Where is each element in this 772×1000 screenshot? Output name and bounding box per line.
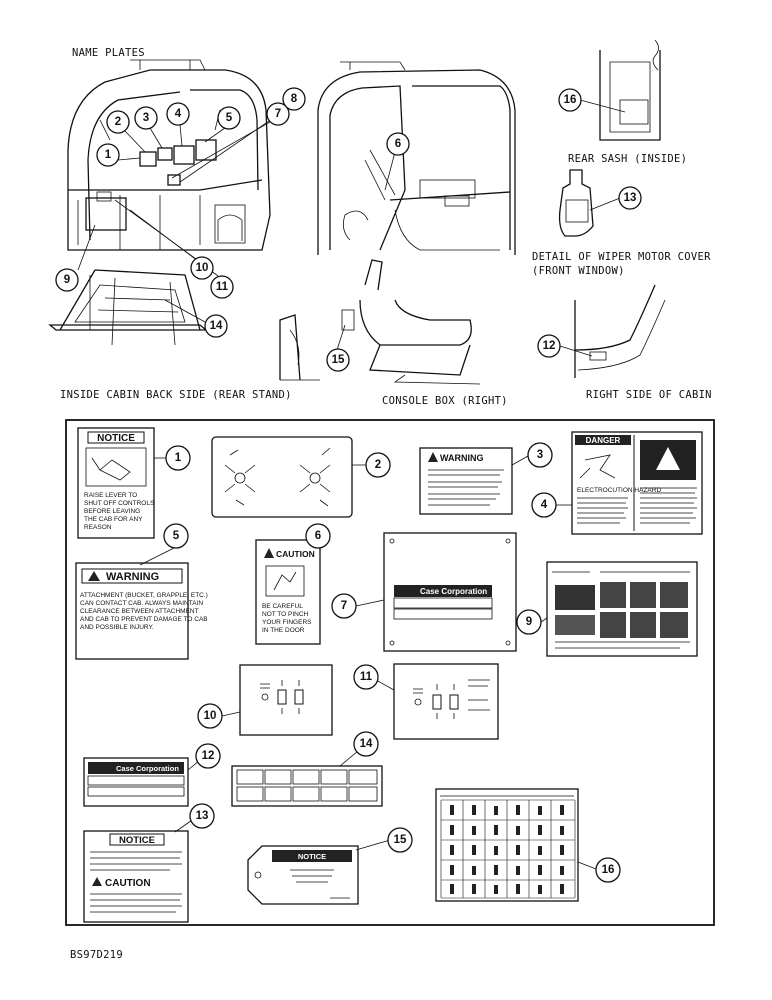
svg-text:15: 15 xyxy=(332,354,345,366)
svg-text:16: 16 xyxy=(564,94,577,106)
svg-text:THE CAB FOR ANY: THE CAB FOR ANY xyxy=(84,516,143,523)
svg-text:4: 4 xyxy=(175,108,182,120)
inside-cabin-label: INSIDE CABIN BACK SIDE (REAR STAND) xyxy=(60,389,292,401)
decal-13-notice-caution: NOTICE CAUTION xyxy=(83,830,189,923)
svg-text:6: 6 xyxy=(315,530,321,542)
svg-text:14: 14 xyxy=(210,320,223,332)
svg-text:YOUR FINGERS: YOUR FINGERS xyxy=(262,619,312,626)
wiper-detail-label-2: (FRONT WINDOW) xyxy=(532,265,625,277)
rear-sash-label: REAR SASH (INSIDE) xyxy=(568,153,687,165)
name-plates-label: NAME PLATES xyxy=(72,47,145,59)
decal-6-caution: CAUTION BE CAREFUL NOT TO PINCH YOUR FIN… xyxy=(255,539,321,645)
svg-text:15: 15 xyxy=(394,834,407,846)
svg-text:5: 5 xyxy=(226,112,233,124)
decal-11-switch-panel xyxy=(393,663,499,740)
svg-text:Case Corporation: Case Corporation xyxy=(116,764,179,773)
decal-4-danger: DANGER ELECTROCUTION HAZARD xyxy=(571,431,703,535)
panel-callouts: 1 2 3 4 5 6 7 9 10 11 12 14 13 15 16 xyxy=(163,442,621,883)
top-callouts: 1 2 3 4 5 7 8 6 9 10 11 14 15 16 13 12 xyxy=(55,87,642,372)
decal-15-notice-tag: NOTICE xyxy=(247,845,359,905)
svg-text:2: 2 xyxy=(115,116,121,128)
svg-text:9: 9 xyxy=(526,616,532,628)
svg-text:6: 6 xyxy=(395,138,401,150)
svg-text:2: 2 xyxy=(375,459,381,471)
decal-panel-border xyxy=(65,419,715,926)
decal-10-switch-panel xyxy=(239,664,333,736)
wiper-cover-view xyxy=(558,169,594,237)
svg-text:11: 11 xyxy=(360,671,373,683)
svg-text:10: 10 xyxy=(196,262,209,274)
svg-text:10: 10 xyxy=(204,710,217,722)
svg-text:IN THE DOOR: IN THE DOOR xyxy=(262,627,305,634)
svg-text:13: 13 xyxy=(196,810,209,822)
svg-text:3: 3 xyxy=(537,449,543,461)
svg-text:14: 14 xyxy=(360,738,373,750)
svg-text:CAN CONTACT CAB. ALWAYS MAINTA: CAN CONTACT CAB. ALWAYS MAINTAIN xyxy=(80,600,203,607)
svg-text:Case Corporation: Case Corporation xyxy=(420,587,487,596)
svg-text:NOT TO PINCH: NOT TO PINCH xyxy=(262,611,309,618)
decal-9-lift-chart xyxy=(546,561,698,657)
svg-text:ATTACHMENT (BUCKET, GRAPPLE, E: ATTACHMENT (BUCKET, GRAPPLE, ETC.) xyxy=(80,592,208,599)
svg-text:5: 5 xyxy=(173,530,180,542)
svg-text:11: 11 xyxy=(216,281,229,293)
svg-text:WARNING: WARNING xyxy=(106,571,159,583)
svg-text:16: 16 xyxy=(602,864,615,876)
decal-3-warning: WARNING xyxy=(419,447,513,515)
svg-text:DANGER: DANGER xyxy=(586,436,621,445)
rear-sash-view xyxy=(599,39,661,141)
right-side-cabin-view xyxy=(574,284,666,378)
console-box-label: CONSOLE BOX (RIGHT) xyxy=(382,395,508,407)
svg-text:3: 3 xyxy=(143,112,149,124)
svg-text:12: 12 xyxy=(543,340,556,352)
cab-left-view xyxy=(67,59,271,251)
decal-16-hand-signals xyxy=(435,788,579,902)
svg-text:8: 8 xyxy=(291,93,298,105)
top-leader-lines xyxy=(77,99,626,357)
svg-text:AND POSSIBLE INJURY.: AND POSSIBLE INJURY. xyxy=(80,624,154,631)
cab-right-view xyxy=(317,61,516,255)
svg-text:1: 1 xyxy=(175,452,182,464)
svg-text:NOTICE: NOTICE xyxy=(119,835,155,846)
decal-5-warning: WARNING ATTACHMENT (BUCKET, GRAPPLE, ETC… xyxy=(75,562,208,660)
svg-text:1: 1 xyxy=(105,149,112,161)
svg-text:ELECTROCUTION HAZARD: ELECTROCUTION HAZARD xyxy=(577,487,661,494)
decal-7-serial-plate: Case Corporation xyxy=(383,532,517,652)
console-box-view xyxy=(279,259,481,385)
wiper-detail-label-1: DETAIL OF WIPER MOTOR COVER xyxy=(532,251,711,263)
svg-text:12: 12 xyxy=(202,750,215,762)
svg-text:NOTICE: NOTICE xyxy=(298,852,326,861)
decal-14-button-strip xyxy=(231,765,383,807)
svg-text:CAUTION: CAUTION xyxy=(105,878,151,889)
svg-text:BE CAREFUL: BE CAREFUL xyxy=(262,603,303,610)
decal-2-symbols xyxy=(211,436,353,518)
svg-text:SHUT OFF CONTROLS: SHUT OFF CONTROLS xyxy=(84,500,155,507)
svg-text:9: 9 xyxy=(64,274,70,286)
decal-12-serial-plate: Case Corporation xyxy=(83,757,189,807)
svg-text:13: 13 xyxy=(624,192,637,204)
svg-text:WARNING: WARNING xyxy=(440,453,484,463)
svg-text:7: 7 xyxy=(341,600,347,612)
decal-1-notice: NOTICE RAISE LEVER TO SHUT OFF CONTROLS … xyxy=(77,427,155,539)
svg-text:CAUTION: CAUTION xyxy=(276,549,315,559)
svg-text:REASON: REASON xyxy=(84,524,112,531)
svg-text:RAISE LEVER TO: RAISE LEVER TO xyxy=(84,492,137,499)
svg-text:BEFORE LEAVING: BEFORE LEAVING xyxy=(84,508,140,515)
svg-text:7: 7 xyxy=(275,108,281,120)
right-side-label: RIGHT SIDE OF CABIN xyxy=(586,389,712,401)
svg-text:CLEARANCE BETWEEN ATTACHMENT: CLEARANCE BETWEEN ATTACHMENT xyxy=(80,608,199,615)
svg-text:4: 4 xyxy=(541,499,548,511)
svg-text:AND CAB TO PREVENT DAMAGE TO C: AND CAB TO PREVENT DAMAGE TO CAB xyxy=(80,616,208,623)
svg-text:NOTICE: NOTICE xyxy=(97,433,135,444)
figure-id: BS97D219 xyxy=(70,949,123,961)
